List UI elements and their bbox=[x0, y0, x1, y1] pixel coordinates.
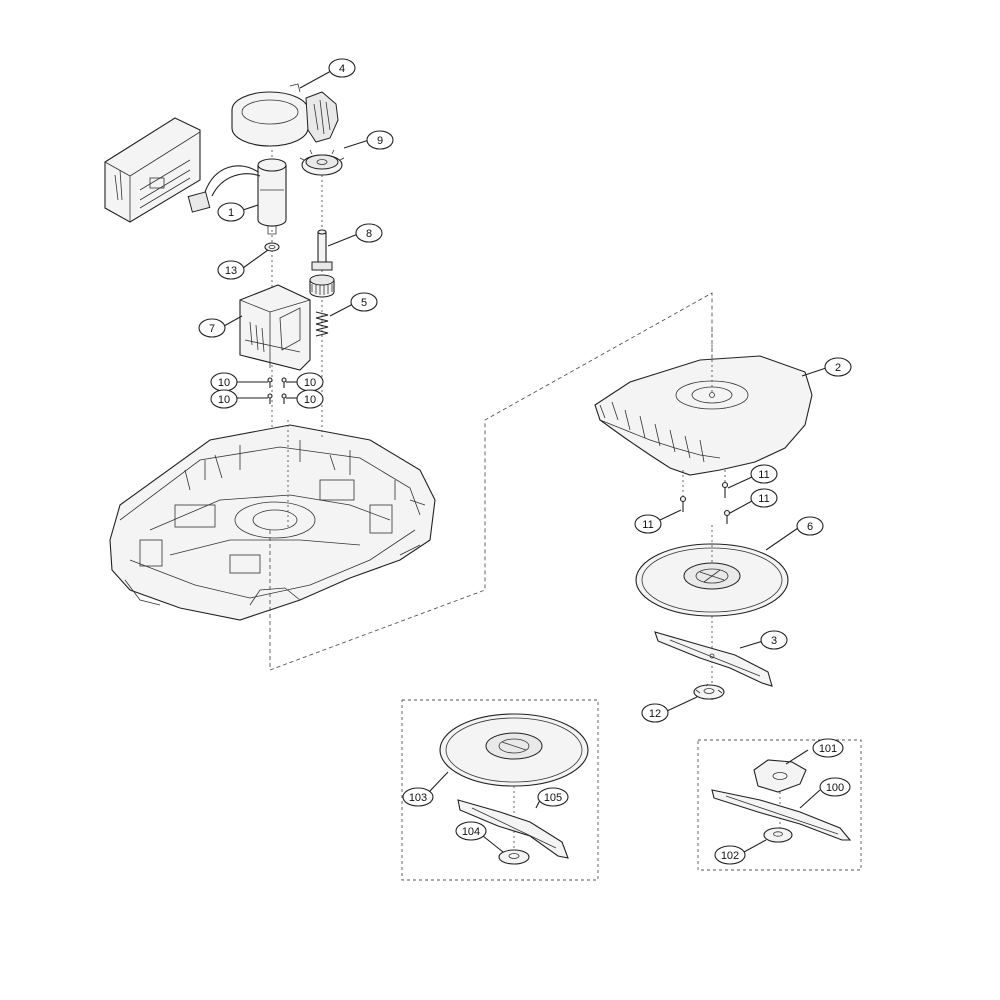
callout-8[interactable]: 8 bbox=[355, 223, 383, 243]
cutting-disc-part bbox=[635, 525, 789, 690]
callout-11-a[interactable]: 11 bbox=[750, 464, 778, 484]
chassis-housing bbox=[109, 424, 436, 621]
blade-part-3 bbox=[654, 631, 773, 687]
screw-set-11 bbox=[679, 470, 731, 524]
callout-11-b[interactable]: 11 bbox=[750, 488, 778, 508]
callout-6-label: 6 bbox=[807, 521, 813, 533]
spring-part bbox=[315, 311, 329, 337]
callout-105-label: 105 bbox=[544, 792, 562, 804]
deck-cover-part bbox=[594, 330, 813, 476]
callout-11-a-label: 11 bbox=[758, 469, 769, 481]
callout-13[interactable]: 13 bbox=[217, 260, 245, 280]
callout-12-label: 12 bbox=[649, 708, 661, 720]
callout-6[interactable]: 6 bbox=[796, 516, 824, 536]
leader-lines bbox=[223, 70, 827, 853]
callout-11-c[interactable]: 11 bbox=[634, 514, 662, 534]
callout-11-b-label: 11 bbox=[758, 493, 769, 505]
blade-hub-part-12 bbox=[693, 683, 725, 700]
shaft-part bbox=[309, 229, 335, 298]
callout-101-label: 101 bbox=[819, 743, 837, 755]
callout-10-a[interactable]: 10 bbox=[210, 372, 238, 392]
callout-105[interactable]: 105 bbox=[537, 787, 569, 807]
callout-9[interactable]: 9 bbox=[366, 130, 394, 150]
alternative-kit-box-b bbox=[697, 739, 862, 871]
screw-set-10 bbox=[267, 377, 287, 404]
callout-102-label: 102 bbox=[721, 850, 739, 862]
electronics-bracket bbox=[104, 117, 201, 223]
callout-3[interactable]: 3 bbox=[760, 630, 788, 650]
callout-10-b-label: 10 bbox=[304, 377, 316, 389]
callout-12[interactable]: 12 bbox=[641, 703, 669, 723]
alternative-kit-box-a bbox=[401, 699, 599, 881]
callout-3-label: 3 bbox=[771, 635, 777, 647]
drive-ring-part bbox=[231, 83, 339, 147]
callout-10-d-label: 10 bbox=[304, 394, 316, 406]
callout-2[interactable]: 2 bbox=[824, 357, 852, 377]
callout-104-label: 104 bbox=[462, 826, 480, 838]
callout-13-label: 13 bbox=[225, 265, 237, 277]
callout-2-label: 2 bbox=[835, 362, 841, 374]
gear-housing-part bbox=[239, 284, 311, 371]
callout-10-b[interactable]: 10 bbox=[296, 372, 324, 392]
callout-100-label: 100 bbox=[826, 782, 844, 794]
callout-7-label: 7 bbox=[209, 323, 215, 335]
callout-1-label: 1 bbox=[228, 207, 234, 219]
callout-103-label: 103 bbox=[409, 792, 427, 804]
callout-5[interactable]: 5 bbox=[350, 292, 378, 312]
callout-9-label: 9 bbox=[377, 135, 383, 147]
callout-10-c[interactable]: 10 bbox=[210, 389, 238, 409]
callout-10-c-label: 10 bbox=[218, 394, 230, 406]
callout-104[interactable]: 104 bbox=[455, 821, 487, 841]
callout-10-d[interactable]: 10 bbox=[296, 389, 324, 409]
callout-100[interactable]: 100 bbox=[819, 777, 851, 797]
washer-part bbox=[264, 242, 280, 252]
callout-8-label: 8 bbox=[366, 228, 372, 240]
callout-102[interactable]: 102 bbox=[714, 845, 746, 865]
gear-part bbox=[299, 149, 345, 176]
callout-11-c-label: 11 bbox=[642, 519, 653, 531]
motor-part bbox=[187, 158, 287, 235]
callout-101[interactable]: 101 bbox=[812, 738, 844, 758]
callout-10-a-label: 10 bbox=[218, 377, 230, 389]
callout-7[interactable]: 7 bbox=[198, 318, 226, 338]
callout-4[interactable]: 4 bbox=[328, 58, 356, 78]
callout-103[interactable]: 103 bbox=[402, 787, 434, 807]
callout-1[interactable]: 1 bbox=[217, 202, 245, 222]
callout-4-label: 4 bbox=[339, 63, 345, 75]
callout-5-label: 5 bbox=[361, 297, 367, 309]
